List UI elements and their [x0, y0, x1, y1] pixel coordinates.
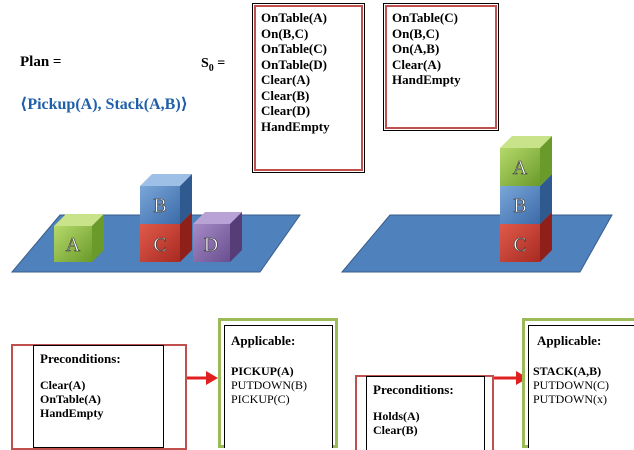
- initial-state-fact: Clear(A): [261, 72, 311, 87]
- step2-precondition-item: Clear(B): [373, 423, 418, 437]
- block-d-left-letter: D: [204, 234, 218, 256]
- block-c-left-letter: C: [153, 234, 166, 256]
- block-a-right: [500, 136, 552, 186]
- next-state-fact: On(A,B): [392, 41, 440, 56]
- step1-preconditions-box: Preconditions: Clear(A) OnTable(A) HandE…: [33, 345, 164, 448]
- initial-state-fact: HandEmpty: [261, 118, 330, 134]
- next-state-fact: OnTable(C): [392, 10, 458, 25]
- plan-label: Plan =: [20, 54, 62, 70]
- step2-preconditions-box: Preconditions: Holds(A) Clear(B): [366, 376, 485, 450]
- step1-applicable-item: PICKUP(C): [231, 392, 290, 406]
- plan-sequence: ⟨Pickup(A), Stack(A,B)⟩: [20, 96, 188, 113]
- block-d-left: [193, 212, 242, 262]
- step2-applicable-title: Applicable:: [537, 333, 602, 348]
- initial-state-fact: OnTable(C): [261, 41, 327, 56]
- next-state-fact: On(B,C): [392, 25, 440, 41]
- arrow-step1: [187, 371, 218, 385]
- step2-applicable-box: Applicable: STACK(A,B) PUTDOWN(C) PUTDOW…: [528, 325, 634, 448]
- initial-state-fact: OnTable(D): [261, 56, 327, 72]
- step2-applicable-item: PUTDOWN(C): [533, 378, 609, 392]
- next-state-fact: Clear(A): [392, 56, 442, 72]
- step1-applicable-item: PUTDOWN(B): [231, 378, 307, 392]
- step1-applicable-box: Applicable: PICKUP(A) PUTDOWN(B) PICKUP(…: [224, 325, 333, 448]
- block-a-right-letter: A: [513, 157, 528, 179]
- table-right: [340, 214, 613, 273]
- block-a-left-letter: A: [66, 234, 81, 256]
- step1-precondition-item: HandEmpty: [40, 406, 104, 420]
- next-state-box: OnTable(C) On(B,C) On(A,B) Clear(A) Hand…: [383, 3, 499, 131]
- step1-preconditions-title: Preconditions:: [40, 351, 121, 366]
- initial-state-fact: Clear(B): [261, 87, 310, 103]
- s0-label: S0 =: [201, 56, 226, 74]
- block-b-left-letter: B: [153, 195, 166, 217]
- step1-applicable-item: PICKUP(A): [231, 364, 294, 378]
- initial-state-fact: On(B,C): [261, 25, 309, 41]
- step1-precondition-item: OnTable(A): [40, 392, 101, 406]
- block-c-right-letter: C: [513, 234, 526, 256]
- step1-precondition-item: Clear(A): [40, 378, 86, 392]
- block-b-left: [140, 174, 192, 224]
- block-b-right-letter: B: [513, 195, 526, 217]
- initial-state-box: OnTable(A) On(B,C) OnTable(C) OnTable(D)…: [252, 3, 365, 173]
- initial-state-fact: Clear(D): [261, 103, 311, 118]
- step2-preconditions-title: Preconditions:: [373, 382, 454, 397]
- block-a-left: [54, 214, 104, 262]
- step2-applicable-item: PUTDOWN(x): [533, 392, 607, 406]
- step2-applicable-item: STACK(A,B): [533, 364, 602, 378]
- initial-state-fact: OnTable(A): [261, 10, 327, 25]
- next-state-fact: HandEmpty: [392, 72, 461, 87]
- step2-precondition-item: Holds(A): [373, 409, 420, 423]
- step1-applicable-title: Applicable:: [231, 333, 296, 348]
